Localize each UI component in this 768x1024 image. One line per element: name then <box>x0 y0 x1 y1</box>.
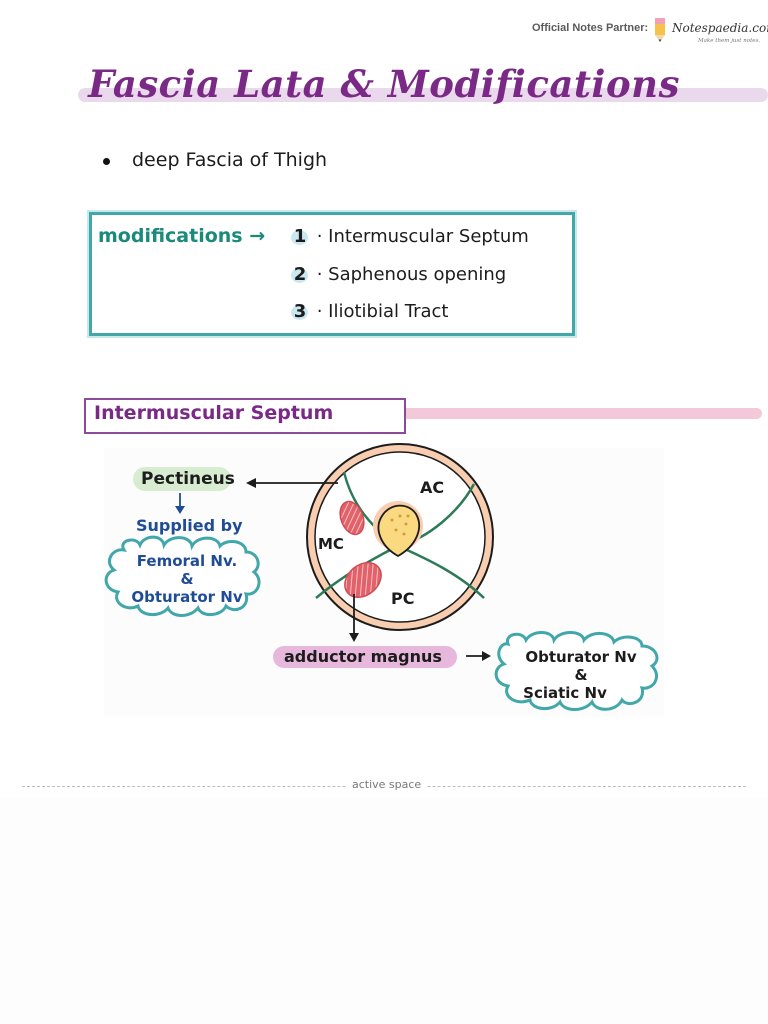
femoral-nv-label: Femoral Nv. <box>136 552 238 570</box>
cloud-left <box>104 535 261 617</box>
pectineus-highlight <box>133 467 231 491</box>
item-number: 3 <box>289 301 311 322</box>
modifications-label: modifications → <box>98 225 266 247</box>
anterior-compartment-label: AC <box>420 478 445 497</box>
supplied-by-label: Supplied by <box>136 516 243 535</box>
partner-label: Official Notes Partner: <box>532 22 649 34</box>
section-title: Intermuscular Septum <box>94 402 334 424</box>
item-text: · Saphenous opening <box>316 264 507 285</box>
title-highlight <box>78 88 768 102</box>
obturator-nv-left-label: Obturator Nv <box>131 588 243 606</box>
obturator-nv-right-label: Obturator Nv <box>525 648 637 666</box>
arrow-left-icon <box>246 478 256 488</box>
section-title-box <box>84 398 406 434</box>
arrow-right-icon <box>482 651 491 661</box>
cloud-right <box>494 631 659 711</box>
pencil-icon <box>655 18 665 42</box>
active-space-label: active space <box>346 778 428 791</box>
brand-tagline: Make them just notes. <box>698 38 761 44</box>
and-label: & <box>180 570 194 588</box>
brand-logo[interactable]: Notespaedia.com Make them just notes. <box>652 17 768 47</box>
adductor-magnus-muscle <box>344 562 382 598</box>
active-space-area[interactable] <box>0 798 768 1024</box>
posterior-compartment-label: PC <box>391 589 415 608</box>
brand-name: Notespaedia.com <box>672 21 768 35</box>
septum-line <box>397 544 485 599</box>
item-number: 1 <box>289 226 311 247</box>
item-number: 2 <box>289 264 311 285</box>
adductor-magnus-label: adductor magnus <box>284 647 442 666</box>
femur <box>377 504 420 558</box>
medial-compartment-label: MC <box>318 535 344 553</box>
modification-item-2: 2 · Saphenous opening <box>289 264 506 285</box>
modifications-box <box>89 212 575 336</box>
modification-item-1: 1 · Intermuscular Septum <box>289 226 529 247</box>
item-text: · Iliotibial Tract <box>316 301 449 322</box>
bullet-dot <box>103 158 110 165</box>
item-text: · Intermuscular Septum <box>316 226 529 247</box>
page-title: Fascia Lata & Modifications <box>88 62 680 106</box>
sciatic-nv-label: Sciatic Nv <box>523 684 607 702</box>
and-label: & <box>574 666 588 684</box>
pectineus-muscle <box>339 500 365 536</box>
modification-item-3: 3 · Iliotibial Tract <box>289 301 448 322</box>
bullet-text: deep Fascia of Thigh <box>132 149 328 171</box>
section-highlight <box>400 408 762 419</box>
arrow-down-icon <box>175 506 185 514</box>
arrow-down-icon <box>349 633 359 642</box>
pectineus-label: Pectineus <box>141 469 235 489</box>
adductor-magnus-highlight <box>273 646 457 668</box>
